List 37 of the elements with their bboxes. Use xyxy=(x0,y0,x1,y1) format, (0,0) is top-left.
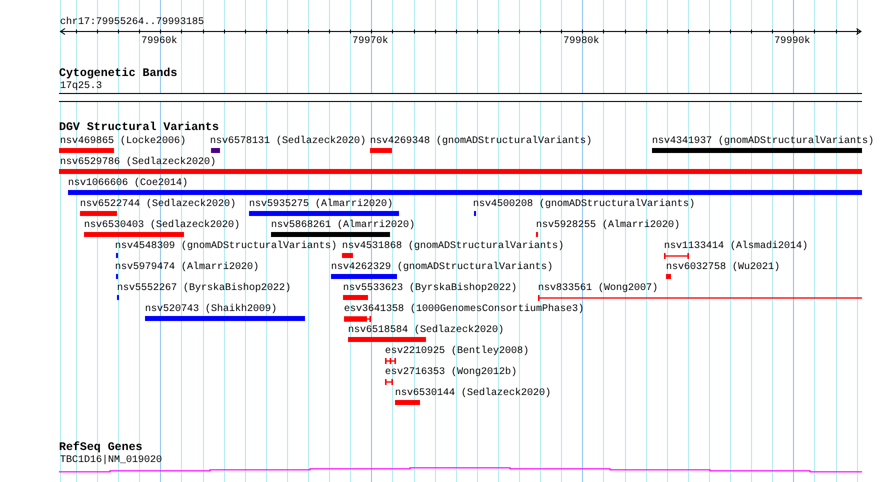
variant-label: nsv6518584 (Sedlazeck2020) xyxy=(348,324,504,336)
variant-label: esv3641358 (1000GenomesConsortiumPhase3) xyxy=(344,304,584,314)
band-label: 17q25.3 xyxy=(60,80,102,92)
variant-label: esv2210925 (Bentley2008) xyxy=(385,346,530,356)
variant-label: nsv5928255 (Almarri2020) xyxy=(536,220,680,230)
variant-label: nsv469865 (Locke2006) xyxy=(60,136,186,146)
tick-label: 79990k xyxy=(774,36,810,47)
coordinate-range-label: chr17:79955264..79993185 xyxy=(60,16,204,28)
variant-label: nsv833561 (Wong2007) xyxy=(538,282,658,294)
variant-label: nsv520743 (Shaikh2009) xyxy=(145,304,278,314)
track-title: RefSeq Genes xyxy=(59,442,142,454)
variant-label: nsv5979474 (Almarri2020) xyxy=(115,262,260,272)
variant-label: nsv6530144 (Sedlazeck2020) xyxy=(395,388,552,398)
variant-label: esv2716353 (Wong2012b) xyxy=(385,366,518,378)
variant-label: nsv5868261 (Almarri2020) xyxy=(271,220,416,230)
variant-label: nsv4531868 (gnomADStructuralVariants) xyxy=(342,240,564,252)
variant-label: nsv4341937 (gnomADStructuralVariants) xyxy=(652,136,874,146)
variant-label: nsv1133414 (Alsmadi2014) xyxy=(664,240,808,252)
tick-label: 79980k xyxy=(563,36,600,47)
gene-label: TBC1D16|NM_019020 xyxy=(60,454,162,466)
variant-label: nsv6032758 (Wu2021) xyxy=(666,262,780,272)
variant-label: nsv4548309 (gnomADStructuralVariants) xyxy=(115,240,338,252)
variant-label: nsv4269348 (gnomADStructuralVariants) xyxy=(370,136,592,146)
variant-label: nsv6522744 (Sedlazeck2020) xyxy=(80,198,236,210)
variant-label: nsv1066606 (Coe2014) xyxy=(68,178,188,188)
variant-label: nsv6530403 (Sedlazeck2020) xyxy=(84,220,240,230)
variant-label: nsv4262329 (gnomADStructuralVariants) xyxy=(331,262,554,272)
tick-label: 79970k xyxy=(352,36,388,47)
variant-label: nsv5935275 (Almarri2020) xyxy=(249,198,394,210)
variant-label: nsv6529786 (Sedlazeck2020) xyxy=(60,156,216,168)
variant-label: nsv6578131 (Sedlazeck2020) xyxy=(210,136,366,146)
tick-label: 79960k xyxy=(141,36,178,47)
variant-label: nsv5552267 (ByrskaBishop2022) xyxy=(117,282,292,294)
track-title: Cytogenetic Bands xyxy=(59,68,178,80)
variant-label: nsv5533623 (ByrskaBishop2022) xyxy=(343,282,518,294)
variant-label: nsv4500208 (gnomADStructuralVariants) xyxy=(473,198,696,210)
track-title: DGV Structural Variants xyxy=(59,122,220,134)
